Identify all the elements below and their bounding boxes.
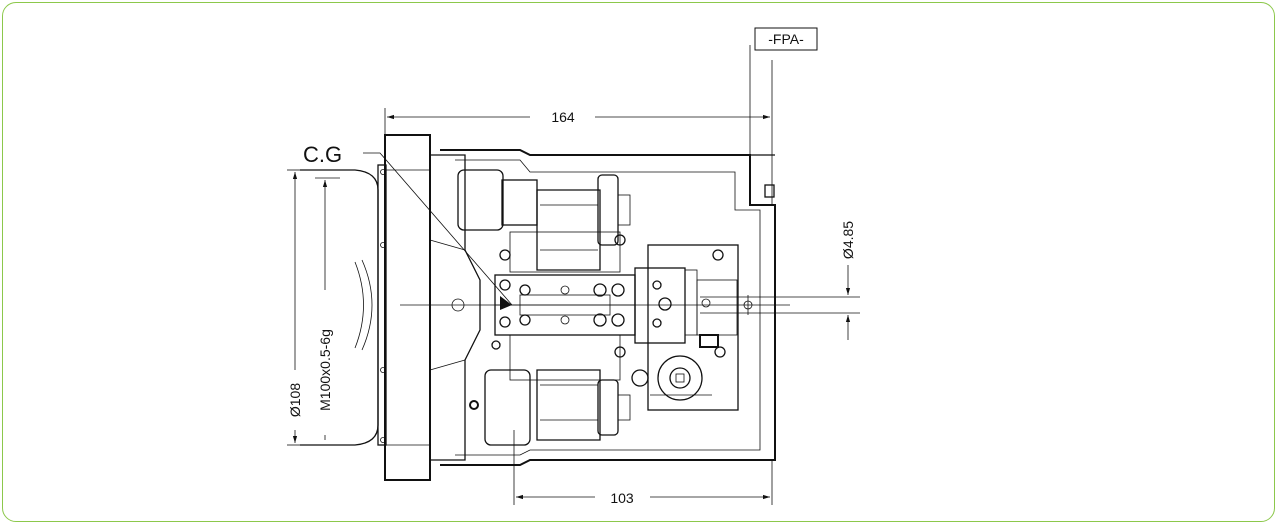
lens-housing <box>300 169 379 446</box>
overall-length-label: 164 <box>551 109 575 125</box>
aperture-label: Ø4.85 <box>840 221 856 259</box>
lens-cone <box>429 154 481 461</box>
lower-motor <box>469 334 631 446</box>
cg-label: C.G <box>303 142 342 167</box>
dim-diameter-108 <box>287 169 300 446</box>
main-body <box>440 149 776 466</box>
fpa-datum-box <box>754 27 818 51</box>
dim-aperture <box>700 265 860 340</box>
dim-thread <box>315 177 340 440</box>
dim-rear-length <box>513 430 773 505</box>
detector-assembly <box>631 244 739 411</box>
front-flange <box>377 134 431 481</box>
rear-length-label: 103 <box>610 490 634 506</box>
diameter-108-label: Ø108 <box>287 383 303 417</box>
fpa-datum-label: -FPA- <box>768 31 804 47</box>
thread-label: M100x0.5-6g <box>317 329 333 411</box>
dim-overall-length <box>384 45 773 205</box>
cg-leader <box>363 152 513 306</box>
center-carriage <box>491 234 636 358</box>
upper-motor <box>457 169 631 273</box>
